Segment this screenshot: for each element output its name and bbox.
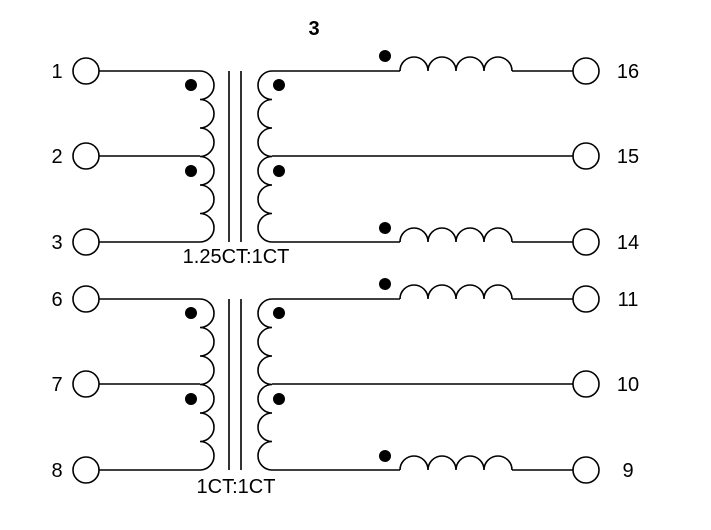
pin-label-7: 7 bbox=[51, 374, 62, 396]
polarity-dot bbox=[379, 50, 391, 62]
polarity-dot bbox=[273, 307, 285, 319]
secondary-winding bbox=[257, 298, 273, 471]
pin-7-terminal bbox=[72, 370, 100, 398]
pin-11-terminal bbox=[572, 285, 600, 313]
polarity-dot bbox=[185, 165, 197, 177]
pin-label-11: 11 bbox=[618, 289, 639, 311]
pin-label-16: 16 bbox=[617, 61, 639, 83]
polarity-dot bbox=[273, 165, 285, 177]
pin-10-terminal bbox=[572, 370, 600, 398]
transformer-top: 1 2 3 16 15 14 bbox=[51, 50, 639, 268]
polarity-dot bbox=[185, 307, 197, 319]
transformer-bottom: 6 7 8 11 10 9 bbox=[51, 278, 639, 498]
diagram-title: 3 bbox=[308, 18, 319, 40]
polarity-dot bbox=[273, 393, 285, 405]
polarity-dot bbox=[379, 222, 391, 234]
pin-label-14: 14 bbox=[617, 232, 639, 254]
choke-11 bbox=[399, 284, 513, 300]
primary-winding bbox=[199, 70, 215, 243]
core-lines bbox=[228, 71, 242, 242]
pin-6-terminal bbox=[72, 285, 100, 313]
primary-winding bbox=[199, 298, 215, 471]
pin-label-1: 1 bbox=[51, 61, 62, 83]
polarity-dot bbox=[379, 450, 391, 462]
pin-8-terminal bbox=[72, 456, 100, 484]
pin-15-terminal bbox=[572, 142, 600, 170]
pin-label-10: 10 bbox=[617, 374, 639, 396]
choke-16 bbox=[399, 56, 513, 72]
pin-14-terminal bbox=[572, 228, 600, 256]
pin-1-terminal bbox=[72, 57, 100, 85]
polarity-dot bbox=[185, 79, 197, 91]
secondary-winding bbox=[257, 70, 273, 243]
pin-3-terminal bbox=[72, 228, 100, 256]
choke-9 bbox=[399, 455, 513, 471]
pin-label-9: 9 bbox=[622, 460, 633, 482]
pin-9-terminal bbox=[572, 456, 600, 484]
polarity-dot bbox=[273, 79, 285, 91]
pin-label-15: 15 bbox=[617, 146, 639, 168]
pin-label-3: 3 bbox=[51, 232, 62, 254]
pin-label-8: 8 bbox=[51, 460, 62, 482]
pin-2-terminal bbox=[72, 142, 100, 170]
pin-16-terminal bbox=[572, 57, 600, 85]
core-lines bbox=[228, 299, 242, 470]
turns-ratio-top: 1.25CT:1CT bbox=[183, 246, 290, 268]
polarity-dot bbox=[379, 278, 391, 290]
turns-ratio-bottom: 1CT:1CT bbox=[197, 476, 276, 498]
polarity-dot bbox=[185, 393, 197, 405]
choke-14 bbox=[399, 227, 513, 243]
pin-label-6: 6 bbox=[51, 289, 62, 311]
pin-label-2: 2 bbox=[51, 146, 62, 168]
